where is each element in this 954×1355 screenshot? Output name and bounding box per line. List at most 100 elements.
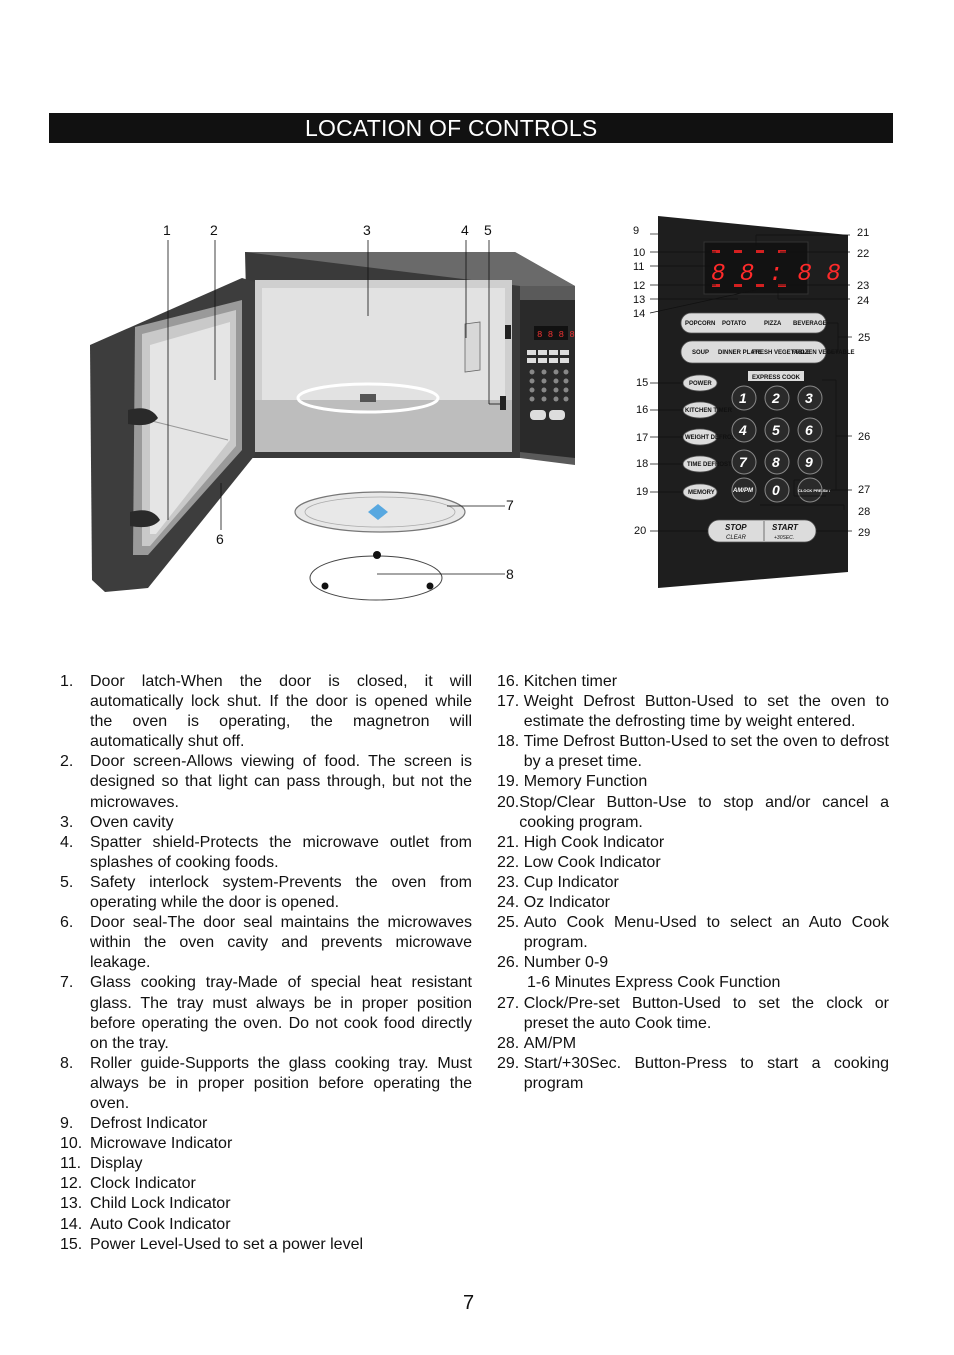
control-panel: 8 8 : 8 8 POPCORN POTATO PIZZA BEVERAGE … (633, 216, 870, 588)
list-item: 22. Low Cook Indicator (497, 853, 661, 871)
panel-callouts-right: 21 22 23 24 25 26 27 28 29 (857, 227, 870, 539)
list-item: 4.Spatter shield-Protects the microwave … (60, 833, 472, 871)
callout-4: 4 (461, 222, 469, 238)
list-item: 25. Auto Cook Menu-Used to select an Aut… (497, 914, 889, 952)
list-item: 29. Start/+30Sec. Button-Press to start … (497, 1054, 889, 1092)
list-item: 11.Display (60, 1155, 143, 1173)
callout-17: 17 (636, 432, 648, 444)
callout-6: 6 (216, 531, 224, 547)
list-item: 21. High Cook Indicator (497, 833, 665, 851)
pizza-button[interactable]: PIZZA (764, 321, 782, 327)
controls-list-right: 16. Kitchen timer 17. Weight Defrost But… (497, 672, 889, 1094)
kitchen-timer-button[interactable]: KITCHEN TIMER (685, 408, 733, 414)
digit-4-button[interactable]: 4 (738, 422, 747, 438)
weight-defrost-button[interactable]: WEIGHT DEFROST (685, 435, 740, 441)
callout-14: 14 (633, 308, 645, 320)
callout-29: 29 (858, 527, 870, 539)
list-item: 3.Oven cavity (60, 813, 174, 831)
callout-1: 1 (163, 222, 171, 238)
list-item: 28. AM/PM (497, 1034, 577, 1052)
fresh-vegetable-button[interactable]: FRESH VEGETABLE (752, 350, 810, 356)
digit-5-button[interactable]: 5 (772, 422, 780, 438)
callout-27: 27 (858, 484, 870, 496)
page-number: 7 (463, 1292, 475, 1314)
oven-callouts: 1 2 3 4 5 6 7 8 (163, 222, 514, 582)
digit-1-button[interactable]: 1 (739, 390, 747, 406)
list-item: 17. Weight Defrost Button-Used to set th… (497, 693, 889, 731)
list-item: 15.Power Level-Used to set a power level (60, 1235, 364, 1253)
soup-button[interactable]: SOUP (692, 350, 709, 356)
ampm-button[interactable]: AM/PM (732, 488, 754, 494)
frozen-vegetable-button[interactable]: FROZEN VEGETABLE (792, 350, 855, 356)
list-item: 16. Kitchen timer (497, 673, 618, 690)
digit-3-button[interactable]: 3 (805, 390, 813, 406)
digit-7-button[interactable]: 7 (739, 454, 748, 470)
power-button[interactable]: POWER (689, 381, 712, 387)
callout-23: 23 (857, 280, 869, 292)
controls-figure: 8 8 8 8 (90, 216, 870, 601)
list-item: 19. Memory Function (497, 773, 648, 791)
list-item: 6.Door seal-The door seal maintains the … (60, 914, 472, 972)
panel-callouts-left: 9 10 11 12 13 14 15 16 17 18 19 20 (633, 225, 648, 537)
potato-button[interactable]: POTATO (722, 321, 746, 327)
digit-2-button[interactable]: 2 (771, 390, 780, 406)
list-item: 23. Cup Indicator (497, 873, 619, 891)
memory-button[interactable]: MEMORY (688, 490, 715, 496)
callout-10: 10 (633, 247, 645, 259)
list-item: 27. Clock/Pre-set Button-Used to set the… (497, 994, 889, 1032)
callout-7: 7 (506, 497, 514, 513)
digit-0-button[interactable]: 0 (772, 482, 780, 498)
clock-preset-button[interactable]: CLOCK PRE-SET (798, 488, 831, 493)
callout-25: 25 (858, 332, 870, 344)
callout-26: 26 (858, 431, 870, 443)
list-item: 2.Door screen-Allows viewing of food. Th… (60, 753, 472, 811)
page-title: LOCATION OF CONTROLS (305, 115, 598, 141)
callout-28: 28 (858, 506, 870, 518)
digit-8-button[interactable]: 8 (772, 454, 780, 470)
callout-13: 13 (633, 294, 645, 306)
list-item: 10.Microwave Indicator (60, 1135, 233, 1153)
list-item: 8.Roller guide-Supports the glass cookin… (60, 1054, 472, 1112)
digit-9-button[interactable]: 9 (805, 454, 813, 470)
stop-sub-label: CLEAR (726, 535, 747, 541)
list-item: 20.Stop/Clear Button-Use to stop and/or … (497, 793, 889, 831)
popcorn-button[interactable]: POPCORN (685, 321, 715, 327)
list-item: 26. Number 0-9 (497, 954, 609, 972)
display-readout: 8 8 : 8 8 (711, 261, 841, 288)
callout-8: 8 (506, 566, 514, 582)
callout-5: 5 (484, 222, 492, 238)
digit-6-button[interactable]: 6 (805, 422, 813, 438)
dinner-plate-button[interactable]: DINNER PLATE (718, 350, 762, 356)
express-cook-label: EXPRESS COOK (752, 375, 801, 381)
callout-3: 3 (363, 222, 371, 238)
list-item: 13.Child Lock Indicator (60, 1195, 231, 1213)
list-item: 1-6 Minutes Express Cook Function (527, 974, 781, 992)
oven-illustration: 8 8 8 8 (90, 222, 575, 601)
callout-15: 15 (636, 377, 648, 389)
callout-19: 19 (636, 486, 648, 498)
stop-button[interactable]: STOP (725, 523, 747, 532)
list-item: 14.Auto Cook Indicator (60, 1215, 231, 1233)
callout-24: 24 (857, 295, 869, 307)
svg-text:8 8 8 8: 8 8 8 8 (537, 330, 575, 340)
callout-22: 22 (857, 248, 869, 260)
callout-2: 2 (210, 222, 218, 238)
callout-21: 21 (857, 227, 869, 239)
list-item: 18. Time Defrost Button-Used to set the … (497, 733, 889, 771)
callout-9: 9 (633, 225, 639, 237)
time-defrost-button[interactable]: TIME DEFROST (687, 462, 732, 468)
start-sub-label: +30SEC. (774, 535, 794, 541)
callout-12: 12 (633, 280, 645, 292)
list-item: 24. Oz Indicator (497, 894, 610, 912)
controls-list-left: 1.Door latch-When the door is closed, it… (60, 672, 472, 1255)
start-button[interactable]: START (772, 523, 799, 532)
list-item: 12.Clock Indicator (60, 1175, 196, 1193)
list-item: 9.Defrost Indicator (60, 1115, 208, 1133)
beverage-button[interactable]: BEVERAGE (793, 321, 827, 327)
list-item: 1.Door latch-When the door is closed, it… (60, 673, 472, 751)
callout-20: 20 (634, 525, 646, 537)
list-item: 7.Glass cooking tray-Made of special hea… (60, 974, 472, 1052)
list-item: 5.Safety interlock system-Prevents the o… (60, 873, 472, 912)
callout-11: 11 (633, 261, 644, 273)
callout-16: 16 (636, 404, 648, 416)
